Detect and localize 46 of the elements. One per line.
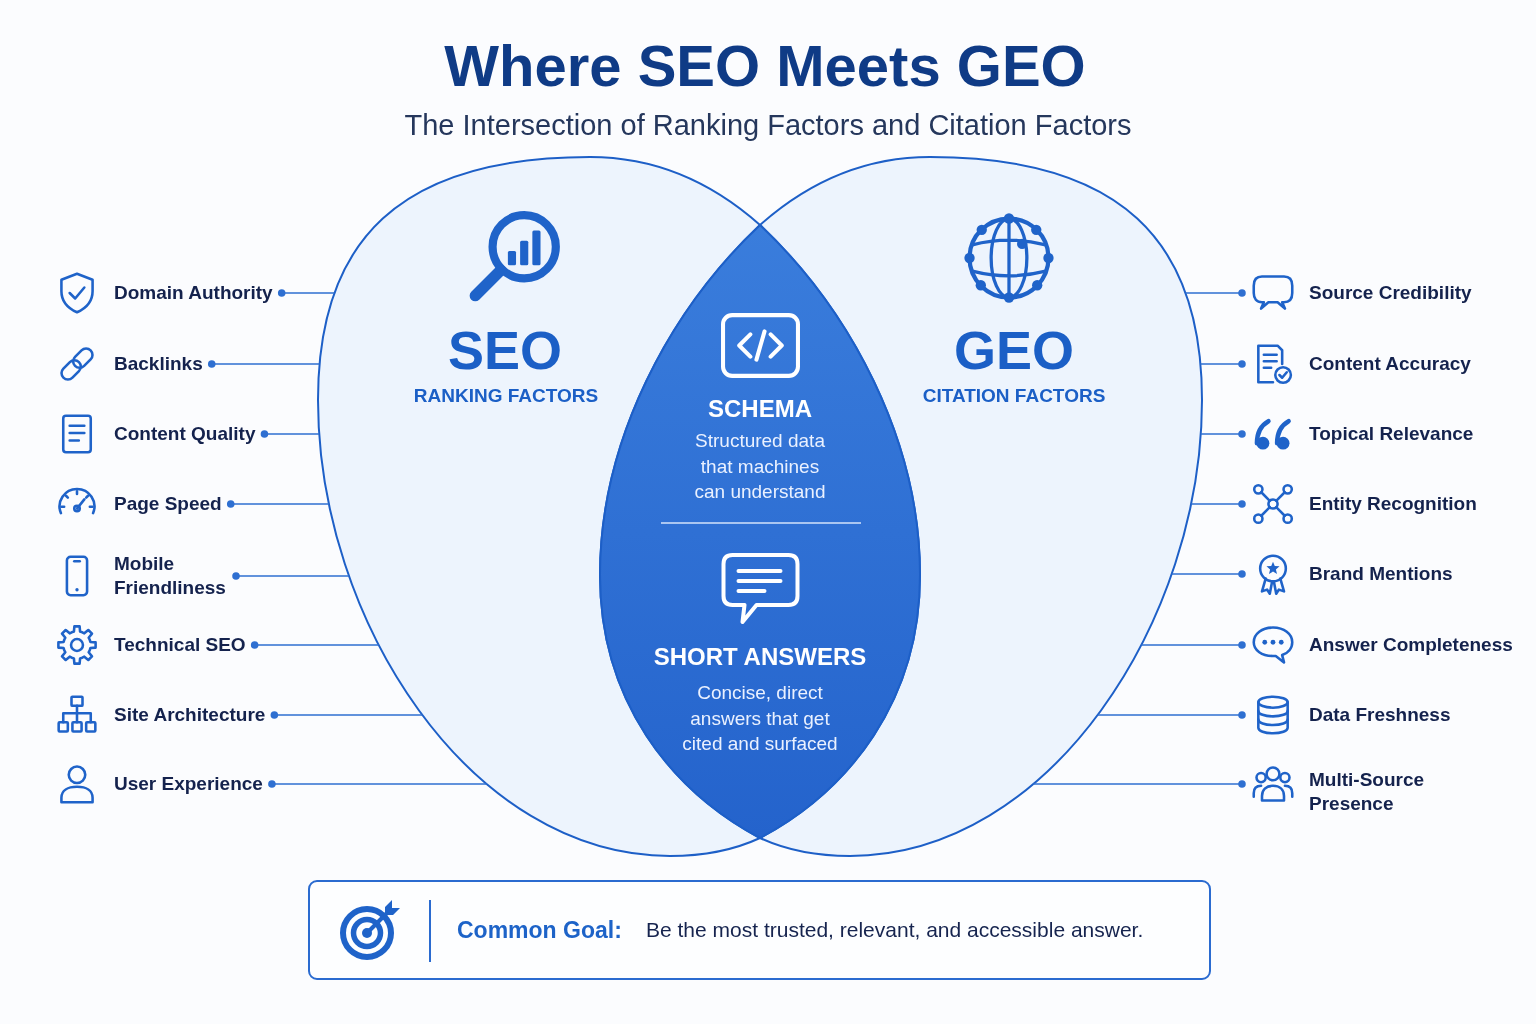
factor-label: Data Freshness [1309,702,1451,727]
section-description: Structured data that machines can understand [694,429,826,504]
factor-label: Site Architecture [114,702,266,727]
leader-line [268,780,488,788]
goal-banner [308,880,1211,980]
factor-label: Multi-Source Presence [1309,767,1426,816]
goal-text: Be the most trusted, relevant, and accessible answer. [646,917,1144,943]
leader-line [1032,780,1246,788]
section-heading: SHORT ANSWERS [653,643,867,671]
factor-label: Technical SEO [114,632,246,657]
factor-label: Brand Mentions [1309,561,1453,586]
factor-label: Answer Completeness [1309,632,1513,657]
leader-line [260,430,320,438]
leader-line [226,500,330,508]
factor-label: Backlinks [114,351,203,376]
leader-line [1170,570,1246,578]
circle-heading: GEO [954,321,1074,379]
factor-label: Mobile Friendliness [114,551,227,600]
goal-label: Common Goal: [457,916,622,944]
leader-line [1199,360,1246,368]
leader-line [1200,430,1246,438]
factor-label: Domain Authority [114,280,273,305]
leader-line [207,360,321,368]
circle-heading: SEO [448,321,562,379]
title: Where SEO Meets GEO [444,34,1086,98]
factor-label: Topical Relevance [1309,421,1474,446]
leader-line [1190,500,1246,508]
factor-label: Page Speed [114,491,222,516]
leader-line [277,289,336,297]
factor-label: Content Accuracy [1309,351,1471,376]
leader-line [250,641,380,649]
leader-line [1140,641,1246,649]
subtitle: The Intersection of Ranking Factors and Citation Factors [404,107,1132,143]
circle-subheading: RANKING FACTORS [413,385,599,407]
leader-line [270,711,424,719]
section-description: Concise, direct answers that get cited and surfaced [681,681,839,756]
leader-line [232,572,350,580]
factor-label: Source Credibility [1309,280,1472,305]
leader-line [1096,711,1246,719]
leader-line [1184,289,1246,297]
section-heading: SCHEMA [708,395,812,423]
circle-subheading: CITATION FACTORS [922,385,1106,407]
factor-label: Entity Recognition [1309,491,1477,516]
overlap-lens [599,223,921,840]
factor-label: Content Quality [114,421,256,446]
factor-label: User Experience [114,771,263,796]
